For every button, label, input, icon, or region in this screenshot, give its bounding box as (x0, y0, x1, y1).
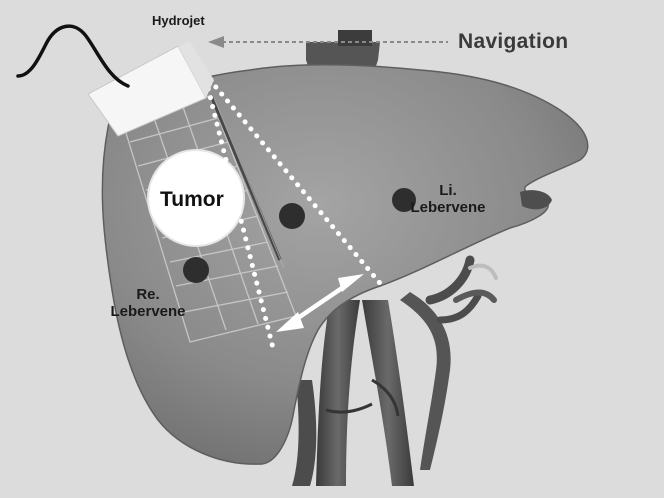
navigation-label: Navigation (458, 30, 568, 54)
right-liver-vein-label-line1: Re. (98, 286, 198, 303)
right-liver-vein-label: Re. Lebervene (98, 286, 198, 321)
right-liver-vein (183, 257, 209, 283)
right-liver-vein-label-line2: Lebervene (98, 303, 198, 320)
left-liver-vein-label-line1: Li. (406, 182, 490, 199)
left-liver-vein-label-line2: Lebervene (406, 199, 490, 216)
tumor-label: Tumor (160, 188, 224, 212)
hydrojet-label: Hydrojet (152, 14, 205, 29)
probe-cable (18, 26, 128, 86)
left-liver-vein-label: Li. Lebervene (406, 182, 490, 217)
vein-center (279, 203, 305, 229)
